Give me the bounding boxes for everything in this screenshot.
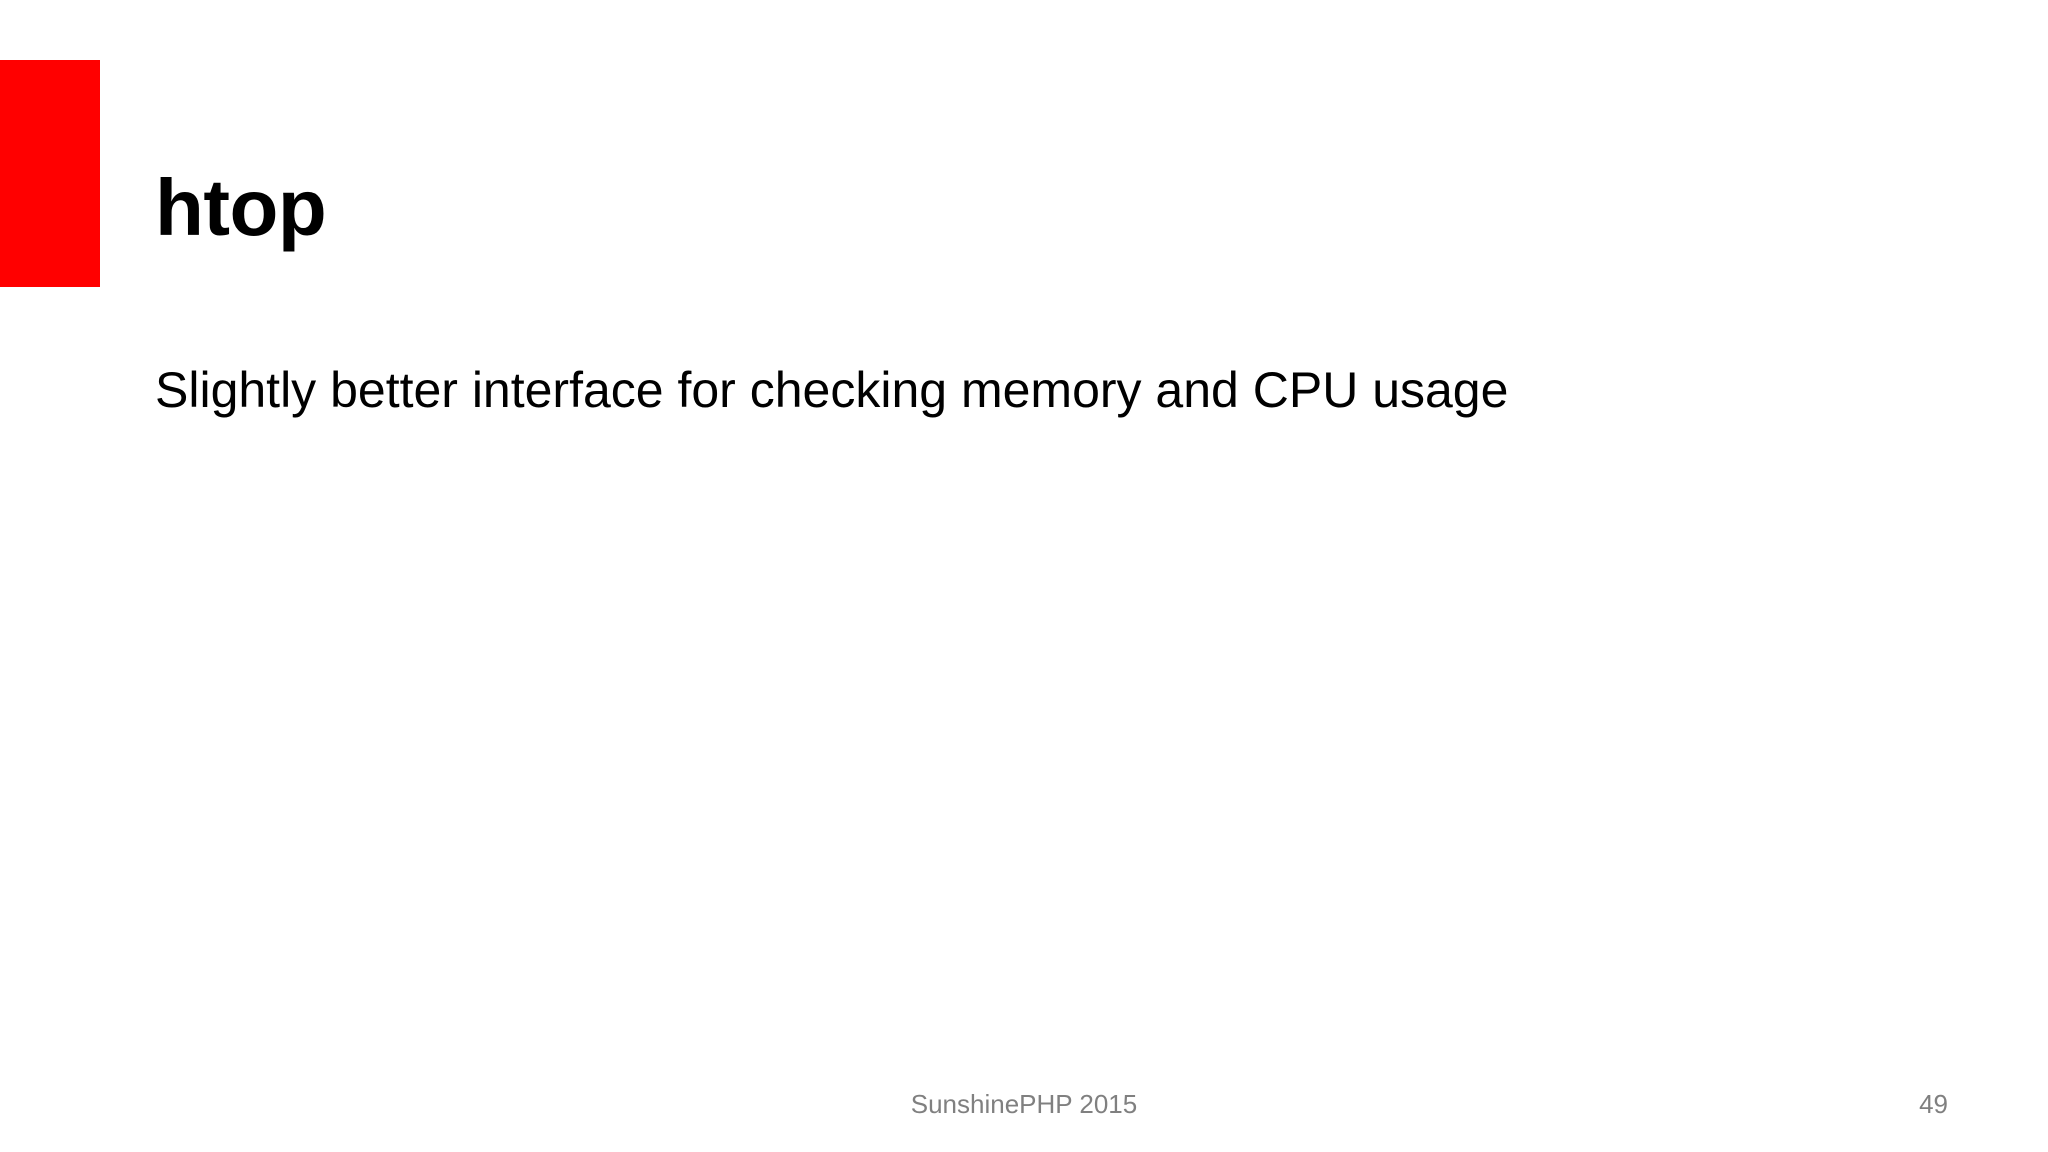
slide-body-text: Slightly better interface for checking m… xyxy=(155,362,1509,418)
footer-conference-label: SunshinePHP 2015 xyxy=(910,1089,1138,1119)
title-accent-bar xyxy=(0,60,100,287)
page-title: htop xyxy=(155,162,327,252)
slide-footer: SunshinePHP 2015 49 xyxy=(0,1084,2048,1124)
slide-page-number: 49 xyxy=(1919,1089,1948,1119)
